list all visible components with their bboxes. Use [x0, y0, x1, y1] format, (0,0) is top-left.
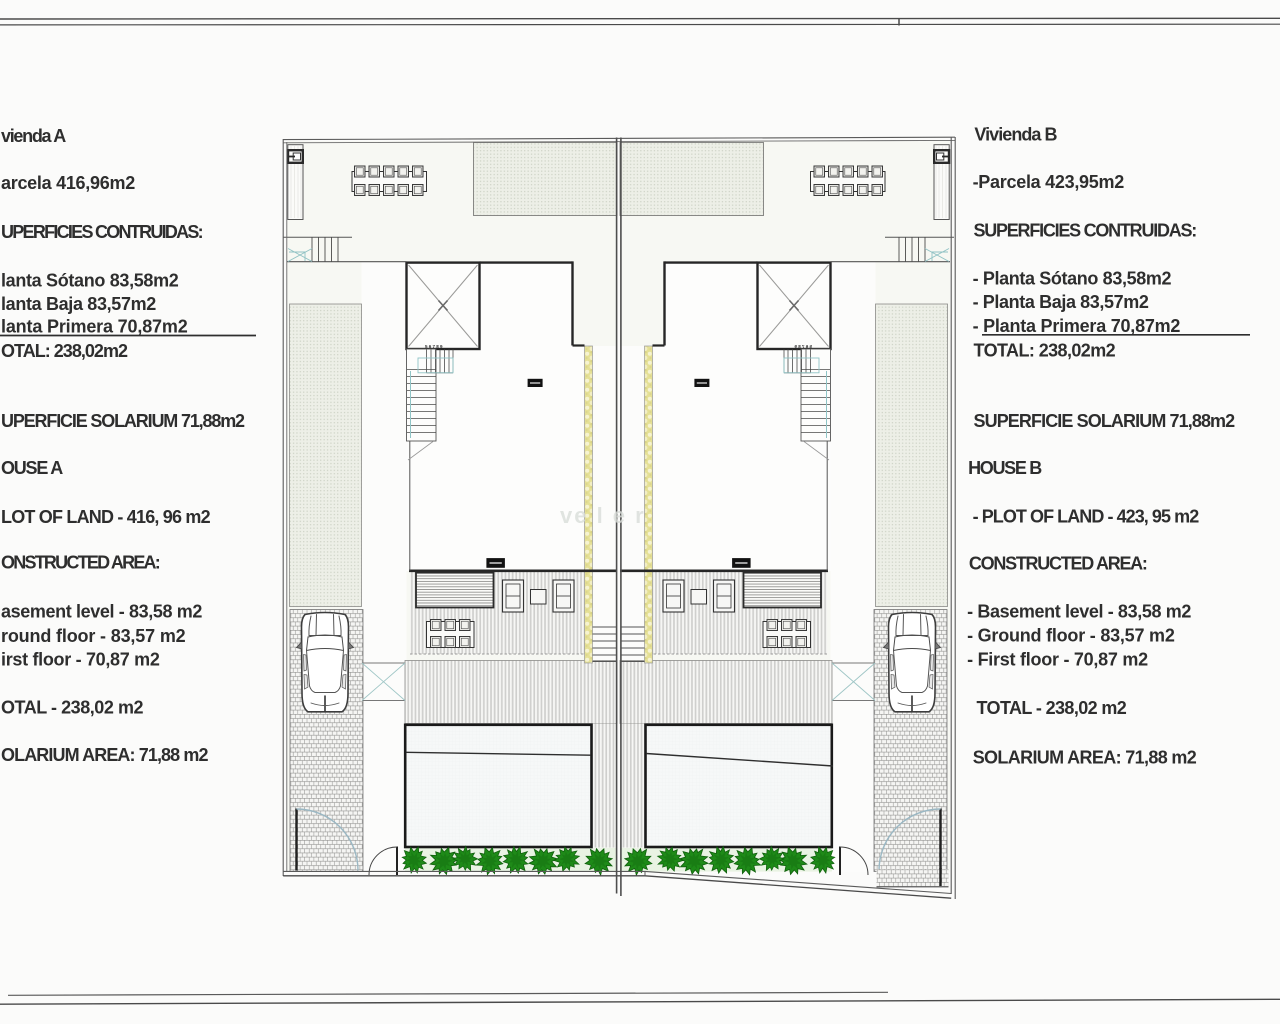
svg-text:- Basement level - 83,58 m2: - Basement level - 83,58 m2 [967, 602, 1191, 622]
svg-text:-Parcela 423,95m2: -Parcela 423,95m2 [973, 172, 1125, 192]
svg-text:- Planta Baja 83,57m2: - Planta Baja 83,57m2 [973, 292, 1149, 312]
svg-text:- Planta Primera 70,87m2: - Planta Primera 70,87m2 [973, 316, 1181, 336]
svg-text:- PLOT OF LAND - 423, 95 m2: - PLOT OF LAND - 423, 95 m2 [973, 507, 1200, 527]
svg-text:asement level - 83,58 m2: asement level - 83,58 m2 [1, 602, 202, 622]
svg-text:- Planta Sótano 83,58m2: - Planta Sótano 83,58m2 [973, 269, 1172, 289]
svg-text:ONSTRUCTED AREA:: ONSTRUCTED AREA: [1, 553, 160, 573]
svg-text:UPERFICIES CONTRUIDAS:: UPERFICIES CONTRUIDAS: [1, 222, 203, 242]
svg-text:CONSTRUCTED AREA:: CONSTRUCTED AREA: [969, 554, 1147, 574]
svg-text:TOTAL - 238,02 m2: TOTAL - 238,02 m2 [977, 698, 1127, 718]
svg-text:OTAL: 238,02m2: OTAL: 238,02m2 [1, 341, 128, 361]
svg-text:5 6 7 8 9: 5 6 7 8 9 [425, 344, 443, 349]
svg-text:- Ground floor - 83,57 m2: - Ground floor - 83,57 m2 [967, 626, 1175, 646]
svg-text:SUPERFICIES CONTRUIDAS:: SUPERFICIES CONTRUIDAS: [974, 221, 1197, 241]
svg-text:round floor - 83,57 m2: round floor - 83,57 m2 [1, 626, 186, 646]
svg-text:lanta Sótano 83,58m2: lanta Sótano 83,58m2 [1, 271, 179, 291]
svg-text:HOUSE B: HOUSE B [968, 458, 1042, 478]
svg-text:OUSE A: OUSE A [1, 458, 63, 478]
svg-text:UPERFICIE SOLARIUM 71,88m2: UPERFICIE SOLARIUM 71,88m2 [1, 411, 245, 431]
svg-text:irst floor - 70,87 m2: irst floor - 70,87 m2 [1, 650, 160, 670]
svg-text:TOTAL: 238,02m2: TOTAL: 238,02m2 [974, 341, 1116, 361]
svg-text:lanta Primera 70,87m2: lanta Primera 70,87m2 [1, 317, 188, 337]
svg-text:LOT OF LAND - 416, 96 m2: LOT OF LAND - 416, 96 m2 [1, 507, 211, 527]
svg-text:Vivienda B: Vivienda B [974, 125, 1057, 145]
svg-text:ve l e r: ve l e r [560, 503, 646, 528]
svg-text:vienda A: vienda A [1, 126, 66, 146]
svg-text:OTAL - 238,02 m2: OTAL - 238,02 m2 [1, 698, 143, 718]
svg-text:arcela 416,96m2: arcela 416,96m2 [1, 173, 135, 193]
svg-text:- First floor - 70,87 m2: - First floor - 70,87 m2 [967, 650, 1148, 670]
svg-text:lanta Baja 83,57m2: lanta Baja 83,57m2 [1, 294, 156, 314]
svg-text:SUPERFICIE SOLARIUM 71,88m2: SUPERFICIE SOLARIUM 71,88m2 [974, 411, 1236, 431]
svg-text:OLARIUM AREA: 71,88 m2: OLARIUM AREA: 71,88 m2 [1, 745, 208, 765]
svg-text:SOLARIUM AREA: 71,88 m2: SOLARIUM AREA: 71,88 m2 [973, 747, 1197, 767]
